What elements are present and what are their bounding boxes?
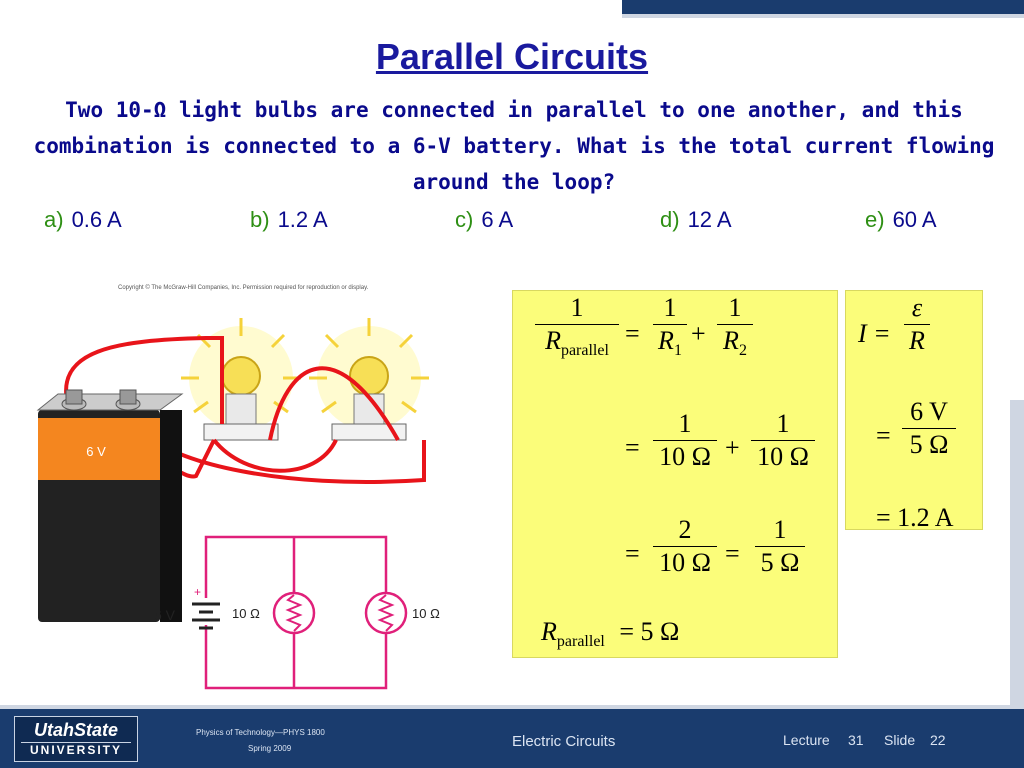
equals-sign: =	[725, 539, 740, 568]
current-result: = 1.2 A	[876, 503, 954, 532]
fraction: 6 V 5 Ω	[902, 397, 956, 460]
slide-label: Slide	[884, 732, 916, 748]
fraction: 1 R1	[653, 293, 687, 359]
battery-label: 6 V	[86, 444, 106, 459]
equals-sign: =	[876, 421, 891, 450]
battery	[36, 389, 184, 622]
top-bar-light	[622, 14, 1024, 18]
result-equation: Rparallel = 5 Ω	[541, 617, 680, 650]
option-d[interactable]: d) 12 A	[660, 207, 732, 233]
resistor-right	[364, 591, 408, 635]
fraction: 1 10 Ω	[653, 409, 717, 472]
option-letter: b)	[250, 207, 270, 232]
fraction: 1 5 Ω	[755, 515, 805, 578]
plus-sign: +	[725, 433, 740, 462]
fraction: 2 10 Ω	[653, 515, 717, 578]
option-value: 60 A	[892, 207, 937, 232]
fraction: ε R	[904, 293, 930, 356]
topic: Electric Circuits	[512, 733, 616, 750]
resistor1-label: 10 Ω	[232, 606, 260, 621]
option-letter: c)	[455, 207, 474, 232]
option-a[interactable]: a) 0.6 A	[44, 207, 122, 233]
option-letter: a)	[44, 207, 64, 232]
current-symbol: I =	[858, 319, 891, 348]
option-letter: d)	[660, 207, 680, 232]
term: Spring 2009	[248, 744, 292, 753]
equals-sign: =	[625, 319, 640, 348]
university-logo: UtahState UNIVERSITY	[14, 716, 138, 762]
resistor-left	[272, 591, 316, 635]
slide-number: 22	[930, 732, 946, 748]
fraction: 1 10 Ω	[751, 409, 815, 472]
current-panel: I = ε R = 6 V 5 Ω = 1.2 A	[845, 290, 983, 532]
lecture-number: 31	[848, 732, 864, 748]
resistor2-label: 10 Ω	[412, 606, 440, 621]
side-bar	[1010, 400, 1024, 705]
option-b[interactable]: b) 1.2 A	[250, 207, 328, 233]
fraction: 1 Rparallel	[535, 293, 619, 359]
footer	[0, 709, 1024, 768]
schematic-battery	[192, 602, 220, 630]
course-name: Physics of Technology—PHYS 1800	[196, 728, 325, 737]
equals-sign: =	[625, 539, 640, 568]
top-bar	[622, 0, 1024, 14]
option-value: 12 A	[687, 207, 732, 232]
bulb-left	[221, 356, 261, 396]
option-value: 1.2 A	[277, 207, 328, 232]
option-e[interactable]: e) 60 A	[865, 207, 937, 233]
option-value: 6 A	[481, 207, 514, 232]
schematic-plus: +	[194, 585, 201, 599]
equals-sign: =	[625, 433, 640, 462]
footer-band	[0, 705, 1024, 709]
option-c[interactable]: c) 6 A	[455, 207, 513, 233]
equation-panel: 1 Rparallel = 1 R1 + 1 R2 = 1 10 Ω + 1 1…	[512, 290, 838, 658]
option-value: 0.6 A	[71, 207, 122, 232]
plus-sign: +	[691, 319, 706, 348]
schematic-battery-label: 6 V	[154, 607, 176, 623]
bulb-right	[349, 356, 389, 396]
fraction: 1 R2	[717, 293, 753, 359]
question-text: Two 10-Ω light bulbs are connected in pa…	[33, 98, 995, 194]
lecture-label: Lecture	[783, 732, 830, 748]
option-letter: e)	[865, 207, 885, 232]
slide-title: Parallel Circuits	[375, 36, 649, 77]
copyright-note: Copyright © The McGraw-Hill Companies, I…	[118, 285, 369, 291]
circuit-figure: 6 V + 6 V 10 Ω 10 Ω	[36, 318, 440, 690]
